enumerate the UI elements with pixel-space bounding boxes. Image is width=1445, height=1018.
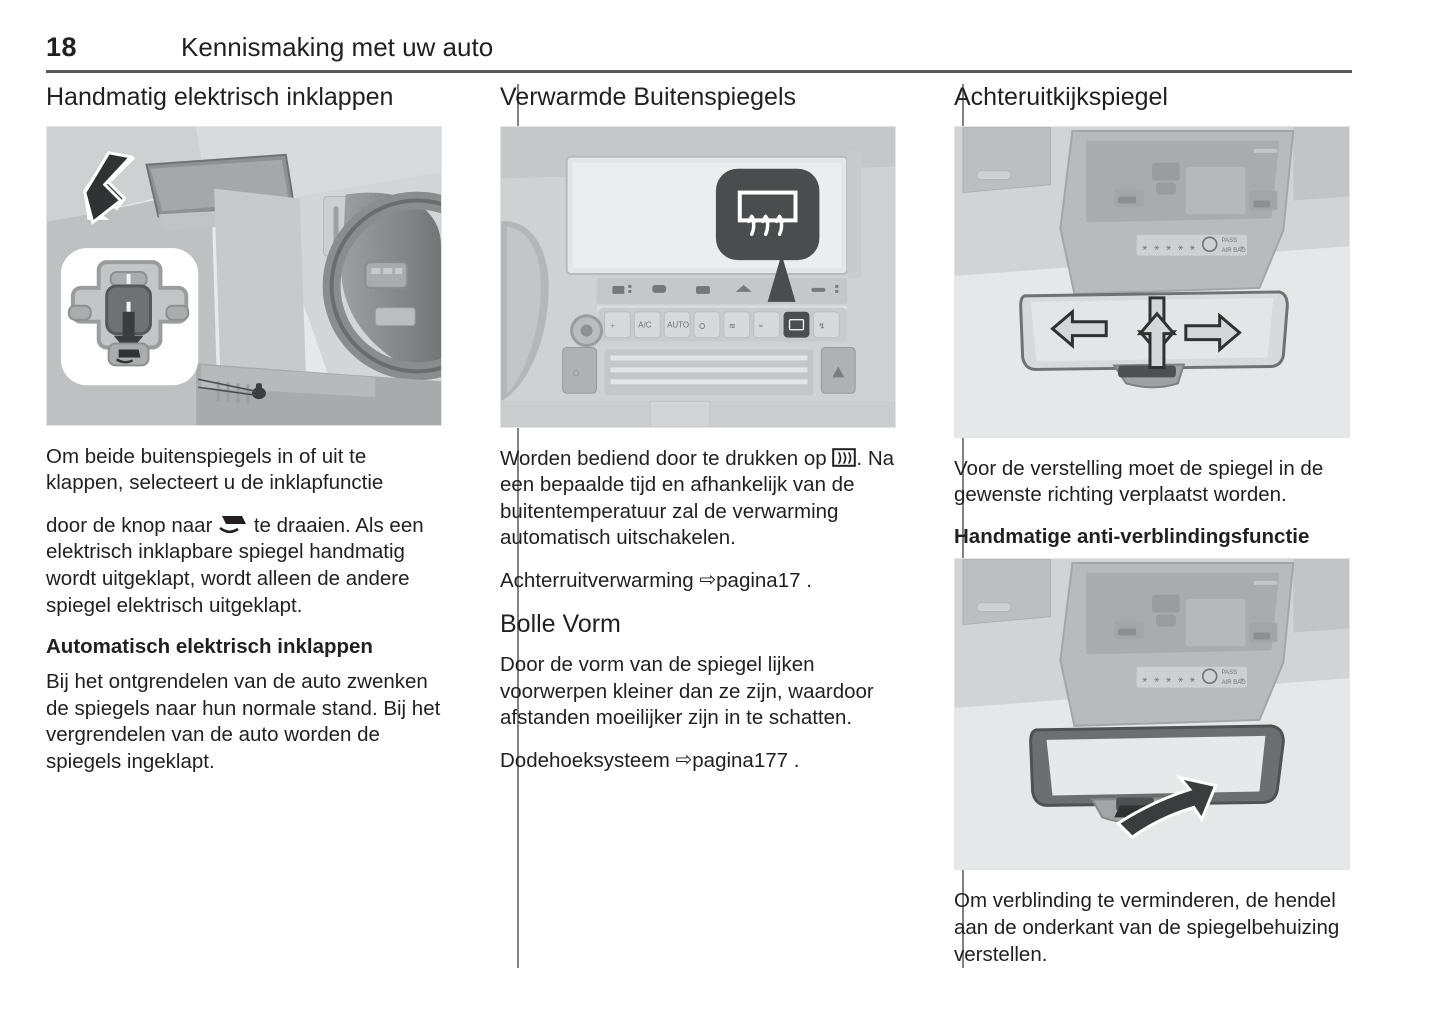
svg-text:⚹: ⚹ — [1178, 242, 1184, 252]
svg-text:⚹: ⚹ — [1190, 242, 1196, 252]
column-right: Achteruitkijkspiegel — [954, 83, 1350, 984]
paragraph-fold-knob: door de knop naar te draaien. Als een el… — [46, 513, 442, 620]
svg-text:✈: ✈ — [1240, 678, 1245, 685]
header-divider — [46, 70, 1352, 73]
cross-reference-blind-spot: Dodehoeksysteem ⇨pagina177 . — [500, 748, 896, 775]
svg-text:⚹: ⚹ — [1142, 242, 1148, 252]
svg-text:⚹: ⚹ — [1166, 242, 1172, 252]
cross-reference-blind-spot-period: . — [793, 749, 800, 773]
svg-text:AIR BAG: AIR BAG — [1222, 681, 1247, 687]
subheading-auto-electric-fold: Automatisch elektrisch inklappen — [46, 635, 373, 659]
rearview-mirror-antiglare-illustration: ⚹ ⚹ ⚹ ⚹ ⚹ PASS AIR BAG ✈ — [955, 559, 1349, 870]
svg-text:PASS: PASS — [1222, 238, 1237, 244]
section-heading-rearview-mirror: Achteruitkijkspiegel — [954, 83, 1168, 111]
chapter-title: Kennismaking met uw auto — [181, 32, 494, 62]
column-divider-2 — [962, 84, 964, 968]
section-heading-heated-mirrors: Verwarmde Buitenspiegels — [500, 83, 796, 111]
heated-mirror-button-illustration: ÷ A/C AUTO ⛭ ≋ ≈ ↯ — [501, 126, 895, 427]
rear-defrost-icon — [832, 447, 857, 467]
cross-reference-rear-defrost-target[interactable]: pagina17 — [716, 569, 801, 593]
paragraph-heated-operation-rest: . Na een bepaalde tijd en afhankelijk va… — [500, 446, 895, 550]
paragraph-auto-fold: Bij het ontgrendelen van de auto zwenken… — [46, 669, 441, 773]
cross-reference-arrow-icon: ⇨ — [699, 569, 717, 592]
paragraph-heated-operation-lead: Worden bediend door te drukken op — [500, 446, 827, 470]
column-divider-1 — [517, 84, 519, 968]
svg-text:⚹: ⚹ — [1154, 242, 1160, 252]
svg-text:✈: ✈ — [1240, 245, 1245, 252]
svg-text:PASS: PASS — [1222, 671, 1237, 677]
mirror-fold-glyph — [219, 515, 247, 533]
svg-text:⌂: ⌂ — [573, 366, 580, 378]
subheading-manual-antiglare: Handmatige anti-verblindingsfunctie — [954, 524, 1310, 548]
paragraph-fold-intro-text: Om beide buitenspiegels in of uit te kla… — [46, 444, 384, 495]
paragraph-fold-knob-lead: door de knop naar — [46, 513, 213, 537]
paragraph-mirror-adjust: Voor de verstelling moet de spiegel in d… — [954, 456, 1324, 507]
content-columns: Handmatig elektrisch inklappen — [46, 83, 1352, 984]
figure-mirror-fold-control — [46, 125, 442, 426]
column-left: Handmatig elektrisch inklappen — [46, 83, 442, 984]
svg-text:⛭: ⛭ — [699, 321, 706, 330]
column-middle: Verwarmde Buitenspiegels — [500, 83, 896, 984]
paragraph-heated-operation: Worden bediend door te drukken op . Na e… — [500, 446, 896, 553]
cross-reference-rear-defrost-label: Achterruitverwarming — [500, 569, 694, 593]
paragraph-fold-knob-rest: te draaien. Als een elektrisch inklapbar… — [46, 513, 424, 617]
svg-text:AUTO: AUTO — [667, 320, 689, 329]
page-number: 18 — [46, 32, 78, 62]
svg-text:⚹: ⚹ — [1190, 675, 1196, 685]
page-header: 18 Kennismaking met uw auto — [46, 32, 1352, 63]
paragraph-fold-intro: Om beide buitenspiegels in of uit te kla… — [46, 444, 442, 497]
rear-defrost-glyph — [832, 447, 857, 467]
cross-reference-blind-spot-label: Dodehoeksysteem — [500, 749, 670, 773]
svg-text:⚹: ⚹ — [1142, 675, 1148, 685]
cross-reference-blind-spot-target[interactable]: pagina177 — [692, 749, 789, 773]
svg-text:≋: ≋ — [729, 321, 736, 330]
rearview-mirror-adjust-illustration: ⚹ ⚹ ⚹ ⚹ ⚹ PASS AIR BAG ✈ — [955, 126, 1349, 437]
svg-text:⚹: ⚹ — [1154, 675, 1160, 685]
figure-heated-mirror-button: ÷ A/C AUTO ⛭ ≋ ≈ ↯ — [500, 125, 896, 428]
svg-text:⚹: ⚹ — [1166, 675, 1172, 685]
svg-text:≈: ≈ — [759, 321, 764, 330]
mirror-fold-control-illustration — [47, 126, 441, 425]
figure-rearview-mirror-adjust: ⚹ ⚹ ⚹ ⚹ ⚹ PASS AIR BAG ✈ — [954, 125, 1350, 438]
cross-reference-rear-defrost-period: . — [806, 569, 812, 593]
paragraph-antiglare: Om verblinding te verminderen, de hendel… — [954, 889, 1340, 966]
svg-text:÷: ÷ — [610, 321, 615, 330]
paragraph-convex-shape: Door de vorm van de spiegel lijken voorw… — [500, 653, 874, 730]
cross-reference-arrow-icon-2: ⇨ — [675, 749, 693, 772]
section-heading-convex-shape: Bolle Vorm — [500, 609, 621, 638]
svg-text:AIR BAG: AIR BAG — [1222, 248, 1247, 254]
svg-text:⚹: ⚹ — [1178, 675, 1184, 685]
figure-rearview-mirror-antiglare: ⚹ ⚹ ⚹ ⚹ ⚹ PASS AIR BAG ✈ — [954, 558, 1350, 871]
cross-reference-rear-defrost: Achterruitverwarming ⇨pagina17 . — [500, 568, 896, 595]
section-heading-manual-fold: Handmatig elektrisch inklappen — [46, 83, 394, 111]
svg-text:A/C: A/C — [638, 320, 652, 329]
svg-text:↯: ↯ — [818, 321, 825, 330]
mirror-fold-icon — [218, 514, 248, 536]
